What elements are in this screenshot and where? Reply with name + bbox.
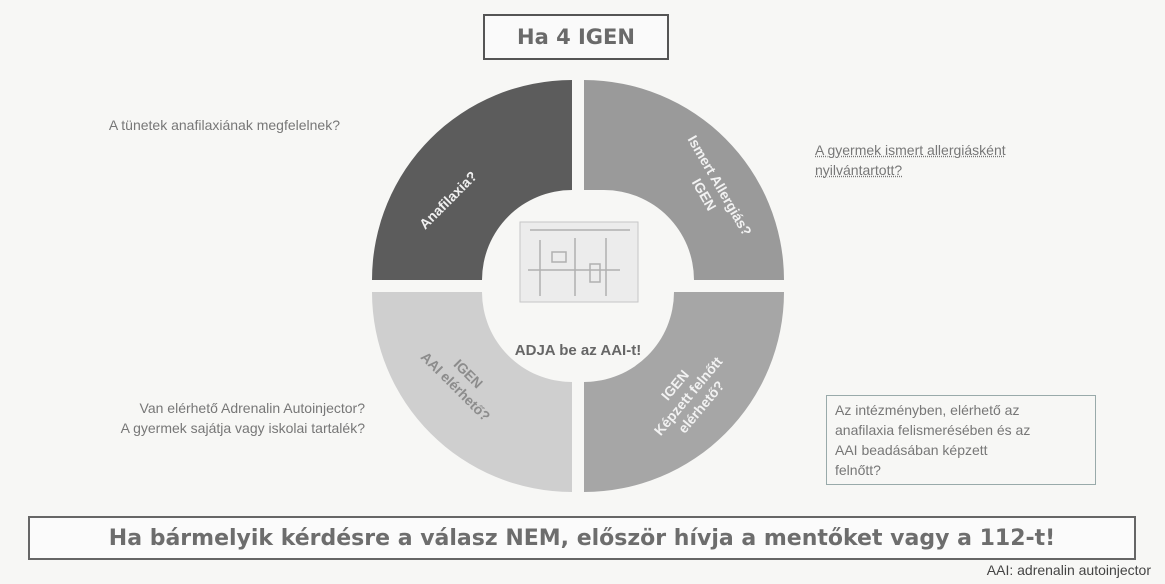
segment-anaphylaxis bbox=[372, 80, 572, 280]
question-anaphylaxis-text: A tünetek anafilaxiának megfelelnek? bbox=[108, 117, 340, 133]
question-anaphylaxis: A tünetek anafilaxiának megfelelnek? bbox=[40, 115, 340, 135]
footnote: AAI: adrenalin autoinjector bbox=[987, 562, 1151, 578]
title-text: Ha 4 IGEN bbox=[517, 25, 635, 49]
question-trained-adult-line-1: Az intézményben, elérhető az bbox=[835, 402, 1020, 418]
question-known-allergy-line-2: nyilvántartott? bbox=[815, 162, 903, 178]
question-trained-adult: Az intézményben, elérhető az anafilaxia … bbox=[826, 395, 1096, 485]
center-instruction: ADJA be az AAI-t! bbox=[515, 342, 641, 359]
segment-aai-available bbox=[372, 292, 572, 492]
title-box: Ha 4 IGEN bbox=[483, 14, 669, 60]
warning-box: Ha bármelyik kérdésre a válasz NEM, elős… bbox=[28, 516, 1136, 560]
question-aai-available-line-2: A gyermek sajátja vagy iskolai tartalék? bbox=[120, 420, 365, 436]
footnote-text: AAI: adrenalin autoinjector bbox=[986, 562, 1151, 578]
autoinjector-sketch bbox=[528, 229, 630, 296]
question-trained-adult-line-4: felnőtt? bbox=[835, 462, 881, 478]
question-trained-adult-line-3: AAI beadásában képzett bbox=[835, 442, 988, 458]
autoinjector-image bbox=[519, 221, 639, 303]
question-aai-available: Van elérhető Adrenalin Autoinjector? A g… bbox=[20, 398, 365, 438]
segment-trained-adult bbox=[584, 292, 784, 492]
warning-text: Ha bármelyik kérdésre a válasz NEM, elős… bbox=[108, 525, 1056, 551]
question-aai-available-line-1: Van elérhető Adrenalin Autoinjector? bbox=[139, 400, 365, 416]
segment-known-allergy bbox=[584, 80, 784, 280]
question-known-allergy-line-1: A gyermek ismert allergiásként bbox=[815, 142, 1006, 158]
question-trained-adult-line-2: anafilaxia felismerésében és az bbox=[835, 422, 1031, 438]
question-known-allergy: A gyermek ismert allergiásként nyilvánta… bbox=[815, 140, 1065, 180]
